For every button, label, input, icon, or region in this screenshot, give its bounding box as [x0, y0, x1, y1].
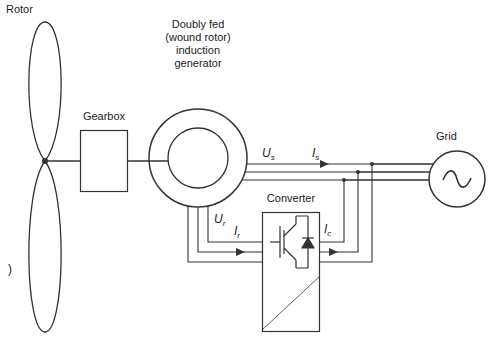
shaft: [45, 160, 70, 162]
gearbox-node: Gearbox: [80, 130, 128, 192]
node-heading: Doubly fed (wound rotor) induction gener…: [156, 18, 240, 70]
node-heading: Grid: [436, 130, 457, 143]
three-phase-wire: [320, 164, 433, 262]
rotor-node: Rotor: [20, 22, 70, 332]
ac-symbol: [443, 171, 471, 187]
shape-outline: [80, 130, 128, 192]
igbt-diode-symbol: [262, 216, 320, 330]
grid-circle: [429, 151, 485, 207]
shape-outline: [148, 108, 248, 208]
panel-tag: ): [8, 262, 12, 276]
converter-node: Converter: [262, 212, 320, 332]
signal-name: Ir: [234, 224, 240, 240]
rotor-blade: [29, 22, 61, 332]
three-phase-wire: [320, 172, 430, 252]
node-heading: Gearbox: [83, 110, 125, 123]
junction-dot: [370, 162, 374, 166]
signal-name: Ic: [324, 222, 331, 238]
rotor-hub: [42, 158, 48, 164]
node-heading: Rotor: [6, 3, 33, 16]
signal-name: Us: [262, 146, 275, 162]
current-arrow: [320, 160, 329, 168]
rotor-circle: [168, 128, 228, 188]
drive-shaft: [70, 160, 80, 162]
shape-outline: [428, 150, 486, 208]
box-outline: [81, 131, 128, 192]
junction-dot: [342, 178, 346, 182]
three-phase-wire: [208, 206, 262, 242]
junction-dot: [356, 170, 360, 174]
three-phase-wire: [320, 180, 429, 242]
generator-node: Doubly fed (wound rotor) induction gener…: [148, 108, 248, 208]
shape-outline: [20, 22, 70, 332]
current-arrow: [329, 248, 338, 256]
shape-outline: [262, 212, 320, 332]
stator-circle: [149, 109, 247, 207]
grid-node: Grid: [428, 150, 486, 208]
node-heading: Converter: [267, 192, 315, 205]
drive-shaft: [128, 160, 148, 162]
current-arrow: [236, 248, 245, 256]
shaft: [148, 160, 168, 162]
signal-name: Ur: [214, 212, 225, 228]
box-outline: [263, 213, 320, 332]
three-phase-wire: [188, 206, 262, 262]
signal-name: Is: [312, 146, 319, 162]
three-phase-wire: [198, 207, 262, 252]
